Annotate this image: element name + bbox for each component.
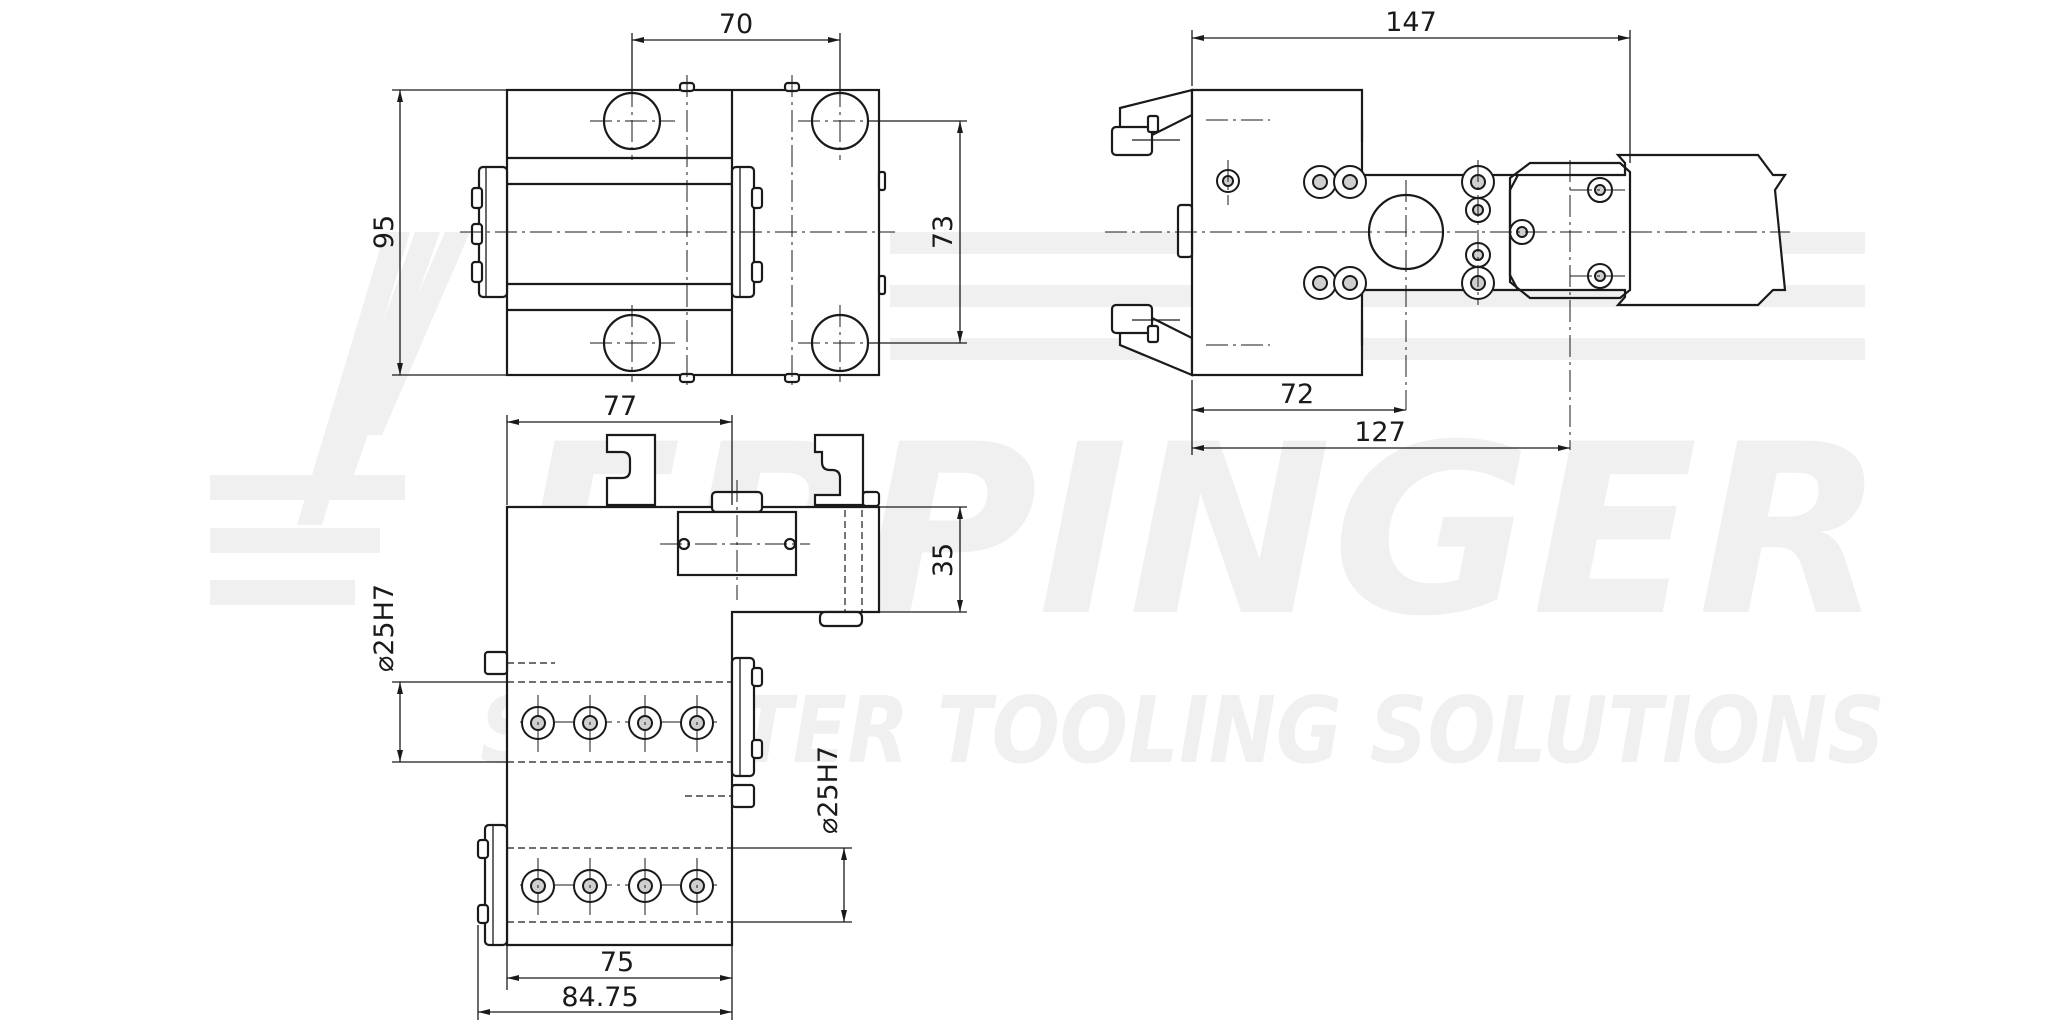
dim-bottom-shank-height: 35: [928, 543, 959, 577]
bottom-finger-right: [813, 433, 865, 507]
dim-bottom-bore-2: ⌀25H7: [813, 746, 844, 834]
bottom-finger-left: [605, 433, 657, 507]
dim-top-right-offset-b: 127: [1354, 417, 1406, 448]
dim-bottom-body-width: 75: [600, 947, 634, 978]
dim-top-left-bore-spacing: 73: [928, 215, 959, 249]
watermark: EPPINGER SMARTER TOOLING SOLUTIONS: [210, 232, 1885, 784]
bottom-clamp-right: [730, 656, 756, 778]
dim-bottom-bore-1: ⌀25H7: [369, 584, 400, 672]
bottom-screws-row-2: [521, 858, 714, 915]
bottom-screws-row-1: [521, 695, 714, 752]
dim-top-right-overall: 147: [1385, 7, 1437, 38]
bottom-clamp-left: [483, 823, 509, 947]
view-bottom-left: 77 35 ⌀25H7 ⌀25H7 75 84.75: [369, 391, 967, 1020]
dim-top-right-offset-a: 72: [1280, 379, 1314, 410]
bottom-stud-left: [483, 650, 509, 676]
dim-bottom-top-width: 77: [603, 391, 637, 422]
dim-top-left-width: 70: [719, 9, 753, 40]
dim-bottom-overall-width: 84.75: [561, 982, 638, 1013]
dim-top-left-height: 95: [369, 215, 400, 249]
view-top-right: 147 72 127: [1105, 7, 1790, 455]
bottom-stud-right: [730, 783, 756, 809]
view-top-left: 70 95 73: [369, 9, 967, 390]
